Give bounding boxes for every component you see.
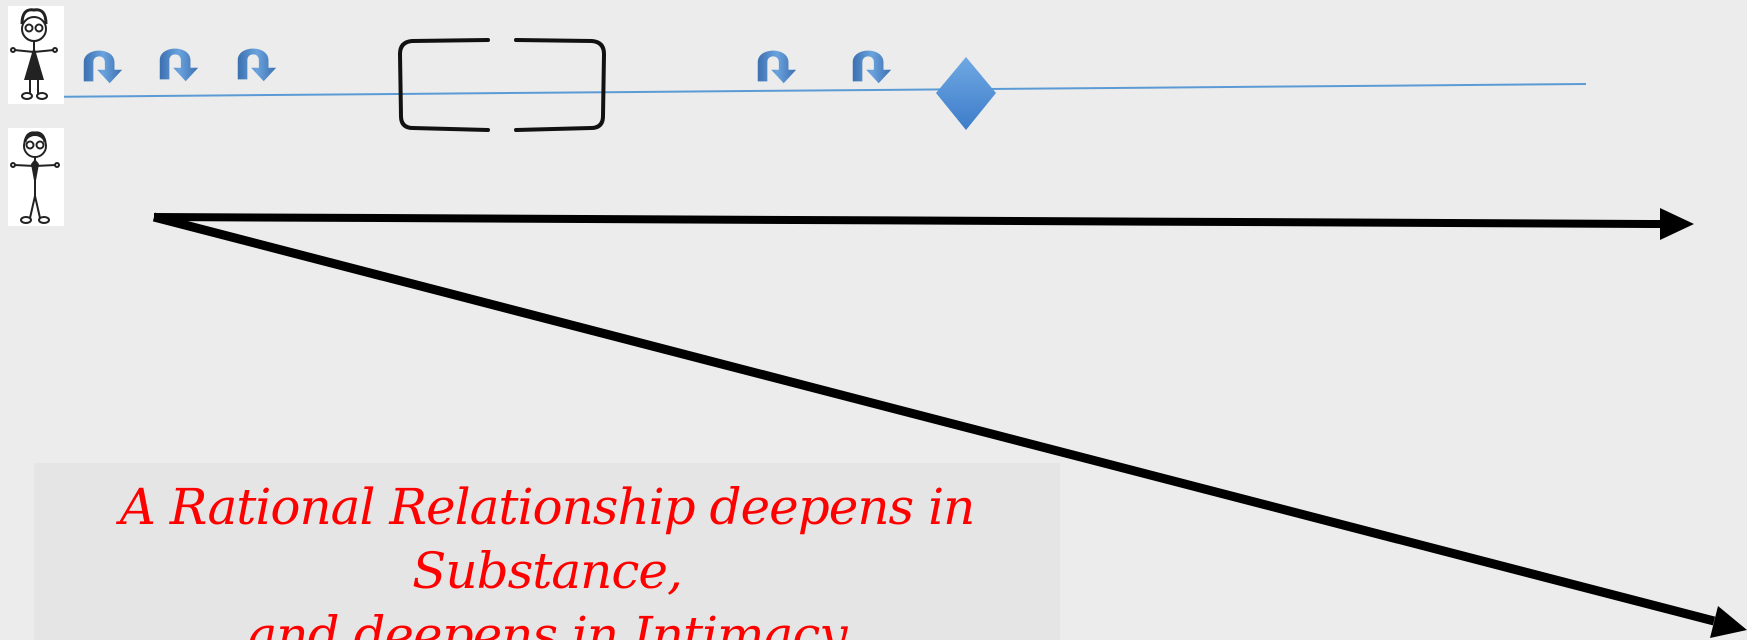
timeline-line bbox=[31, 83, 1587, 98]
curved-arrow-icon bbox=[757, 50, 797, 84]
substance-arrow bbox=[153, 208, 1694, 240]
curved-arrow-icon bbox=[852, 50, 892, 84]
curved-arrow-icon bbox=[83, 50, 123, 84]
curved-arrow-icon bbox=[237, 48, 277, 82]
intimacy-arrow bbox=[152, 212, 1747, 638]
curved-arrow-icon bbox=[159, 48, 199, 82]
woman-stick-figure-icon bbox=[8, 6, 64, 104]
bracket-frame-icon bbox=[397, 38, 607, 132]
caption-text: A Rational Relationship deepens in Subst… bbox=[119, 478, 976, 640]
caption-box: A Rational Relationship deepens in Subst… bbox=[34, 463, 1060, 640]
man-stick-figure-icon bbox=[8, 128, 64, 226]
diamond-icon bbox=[936, 57, 996, 130]
